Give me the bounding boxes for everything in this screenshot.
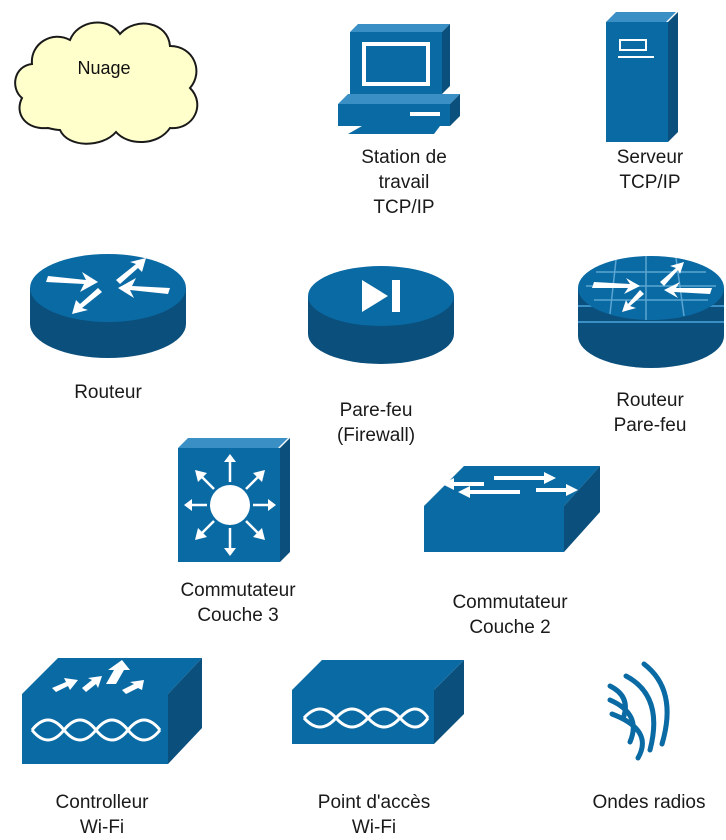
access-point-label: Point d'accès Wi-Fi [317, 792, 431, 838]
router-firewall-label: Routeur Pare-feu [613, 390, 687, 436]
router-firewall-icon [578, 256, 724, 368]
cloud-icon [14, 21, 199, 145]
wifi-controller-label: Controlleur Wi-Fi [55, 792, 149, 838]
router-label: Routeur [74, 382, 142, 403]
access-point-icon [292, 660, 464, 744]
cloud-label: Nuage [77, 58, 131, 78]
firewall-label: Pare-feu (Firewall) [336, 400, 416, 446]
firewall-icon [308, 266, 454, 364]
workstation-icon [338, 24, 460, 134]
workstation-label: Station de travail TCP/IP [361, 147, 447, 218]
layer3-switch-label: Commutateur Couche 3 [180, 580, 296, 626]
layer2-switch-icon [424, 466, 600, 552]
server-icon [606, 12, 678, 142]
server-label: Serveur TCP/IP [616, 147, 684, 193]
radio-waves-icon [607, 661, 670, 761]
layer3-switch-icon [178, 438, 290, 562]
layer2-switch-label: Commutateur Couche 2 [452, 592, 568, 638]
radio-waves-label: Ondes radios [592, 792, 706, 813]
wifi-controller-icon [22, 658, 202, 764]
router-icon [30, 254, 186, 358]
